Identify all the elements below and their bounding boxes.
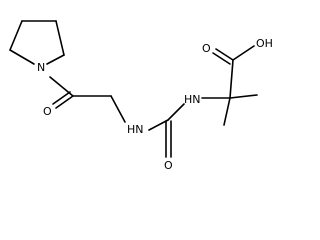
oh-label: OH	[256, 37, 273, 50]
urea-carbonyl-double-bond	[165, 120, 172, 158]
nh-right-label: HN	[184, 93, 201, 106]
ch2-to-nh-bond	[110, 95, 126, 123]
amide-co-bond-b	[52, 91, 71, 105]
pyrrolidine-n-label: N	[37, 61, 45, 74]
quaternary-to-carboxyl-bond	[229, 59, 234, 99]
amide-o-label: O	[43, 105, 52, 118]
nh-to-urea-carbon-bond	[148, 119, 169, 131]
carboxyl-oh-bond	[232, 45, 255, 61]
methyl-bond-2	[229, 94, 258, 99]
carboxyl-co-bond-b	[212, 52, 231, 65]
carboxyl-co-bond-a	[215, 48, 234, 61]
ring-bond-4	[9, 49, 35, 65]
ring-bond-5	[9, 20, 23, 51]
ring-bond-3	[46, 54, 65, 65]
pyrrolidine-ring	[9, 20, 65, 65]
chemical-structure-diagram: OH O HN HN O O N	[9, 20, 273, 172]
ring-bond-2	[55, 20, 65, 56]
nh-left-label: HN	[127, 123, 144, 136]
amide-co-bond-a	[55, 95, 74, 109]
amide-carbonyl-double-bond	[52, 91, 74, 109]
carboxyl-double-bond	[212, 48, 234, 65]
urea-o-label: O	[164, 159, 173, 172]
urea-carbon-to-nh-bond	[167, 103, 185, 121]
methyl-bond-1	[223, 97, 231, 126]
carboxyl-o-label: O	[202, 42, 211, 55]
